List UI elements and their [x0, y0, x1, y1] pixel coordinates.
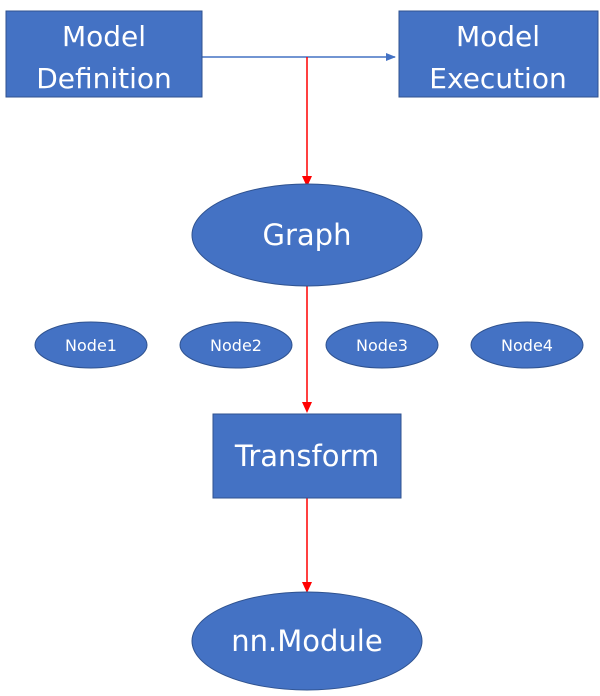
graph-label: Graph	[263, 218, 352, 252]
graph-node-3: Node3	[325, 321, 439, 369]
graph-node-2: Node2	[179, 321, 293, 369]
graph-to-transform-arrowhead	[302, 402, 312, 413]
transform-box: Transform	[212, 413, 402, 499]
nn-module-label: nn.Module	[231, 624, 382, 658]
transform-to-module-arrowhead	[302, 582, 312, 593]
model-definition-label-line2: Definition	[36, 62, 172, 95]
model-definition-label-line1: Model	[62, 20, 146, 53]
model-definition-box: Model Definition	[5, 10, 203, 98]
graph-node-2-label: Node2	[210, 336, 262, 355]
nn-module-ellipse: nn.Module	[191, 591, 423, 691]
graph-node-4: Node4	[470, 321, 584, 369]
model-execution-label-line2: Execution	[429, 62, 566, 95]
graph-node-3-label: Node3	[356, 336, 408, 355]
model-execution-box: Model Execution	[398, 10, 599, 98]
graph-node-4-label: Node4	[501, 336, 553, 355]
transform-label: Transform	[234, 439, 379, 473]
graph-ellipse: Graph	[191, 183, 423, 287]
graph-node-1: Node1	[34, 321, 148, 369]
definition-to-graph-arrowhead	[302, 176, 312, 187]
graph-node-1-label: Node1	[65, 336, 117, 355]
model-execution-label-line1: Model	[456, 20, 540, 53]
